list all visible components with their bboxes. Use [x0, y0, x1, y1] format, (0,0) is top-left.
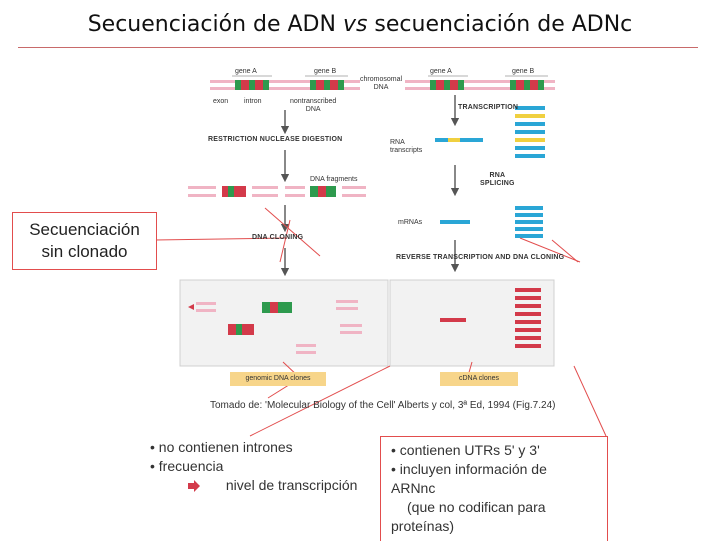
- list-item: • incluyen información de: [391, 461, 547, 477]
- list-item: • contienen UTRs 5' y 3': [391, 442, 540, 458]
- cdna-features-box: • contienen UTRs 5' y 3' • incluyen info…: [380, 436, 608, 541]
- bullet-icon: •: [391, 442, 400, 458]
- rna-transcripts-label: RNA transcripts: [390, 139, 423, 154]
- gene-a-label-left: gene A: [235, 68, 257, 75]
- dna-fragments: [188, 186, 366, 197]
- bullet-icon: •: [150, 458, 159, 474]
- list-item: nivel de transcripción: [150, 476, 357, 495]
- right-arrow-icon: [188, 478, 200, 492]
- list-item-cont: ARNnc: [391, 480, 436, 496]
- rna-transcripts: [435, 106, 545, 158]
- gene-b-label-right: gene B: [512, 68, 535, 75]
- title-vs: vs: [342, 12, 368, 37]
- left-chromosome: [210, 75, 360, 90]
- bullet-icon: •: [391, 461, 400, 477]
- mrnas-label: mRNAs: [398, 219, 423, 226]
- seq-box-line1: Secuenciación: [29, 220, 140, 239]
- gene-a-label-right: gene A: [430, 68, 452, 75]
- cdna-clones-label: cDNA clones: [440, 372, 518, 386]
- list-item-cont: (que no codifican para: [407, 499, 546, 515]
- list-item: • frecuencia: [150, 458, 224, 474]
- chromosomal-dna-label: chromosomal DNA: [360, 76, 403, 91]
- genomic-features-list: • no contienen intrones • frecuencia niv…: [150, 438, 357, 495]
- figure-credit: Tomado de: 'Molecular Biology of the Cel…: [210, 400, 556, 411]
- mrnas: [440, 206, 543, 238]
- right-chromosome: [405, 75, 555, 90]
- page-title: Secuenciación de ADN vs secuenciación de…: [0, 12, 720, 37]
- restriction-digestion-label: RESTRICTION NUCLEASE DIGESTION: [208, 136, 343, 143]
- gene-b-label-left: gene B: [314, 68, 337, 75]
- title-part-a: Secuenciación de ADN: [87, 12, 343, 37]
- bullet-icon: •: [150, 439, 159, 455]
- transcription-label: TRANSCRIPTION: [458, 104, 519, 111]
- dna-fragments-label: DNA fragments: [310, 176, 358, 183]
- cdna-clone-fragments: [440, 288, 541, 348]
- dna-cloning-label: DNA CLONING: [252, 234, 304, 241]
- title-part-c: secuenciación de ADNc: [367, 12, 633, 37]
- list-item-cont: proteínas): [391, 518, 455, 534]
- list-item: • no contienen intrones: [150, 439, 293, 455]
- title-divider: [18, 47, 698, 48]
- reverse-transcription-label: REVERSE TRANSCRIPTION AND DNA CLONING: [396, 254, 565, 261]
- sequencing-without-cloning-box: Secuenciación sin clonado: [12, 212, 157, 270]
- exon-label: exon: [213, 98, 229, 105]
- rna-splicing-label: RNA SPLICING: [480, 172, 515, 187]
- genomic-clone-fragments: [188, 300, 362, 354]
- seq-box-line2: sin clonado: [41, 242, 128, 261]
- intron-label: intron: [244, 98, 262, 105]
- nontranscribed-dna-label: nontranscribed DNA: [290, 98, 337, 113]
- genomic-clones-label: genomic DNA clones: [230, 372, 326, 386]
